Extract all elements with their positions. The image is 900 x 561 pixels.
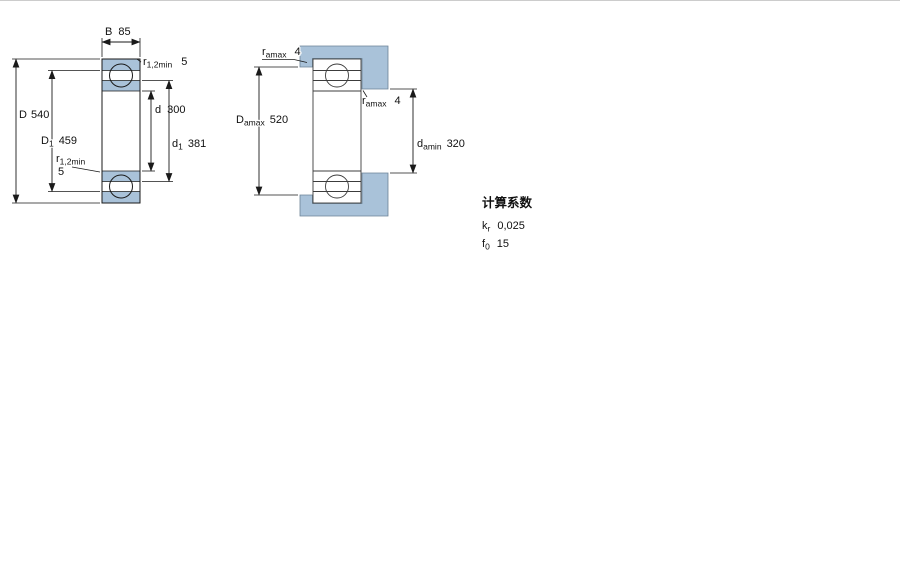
dim-r-left: r1,2min 5 — [55, 152, 101, 179]
ring-boundary-lines — [102, 70, 140, 192]
ball-top — [109, 63, 133, 88]
housing-shoulder-bottom — [299, 172, 389, 217]
bearing-outline — [101, 58, 141, 204]
dim-r-left-label: r1,2min — [56, 153, 85, 167]
ball-bottom-right — [325, 174, 349, 199]
outer-ring-section-bottom — [102, 191, 140, 203]
ring-boundary-lines-right — [313, 70, 361, 192]
housing-shoulder-top — [299, 45, 389, 90]
bearing-outline-right — [312, 58, 362, 204]
calc-factors-title: 计算系数 — [482, 195, 533, 210]
outer-ring-section-top — [102, 59, 140, 71]
ball-bottom — [109, 174, 133, 199]
ball-top-right — [325, 63, 349, 88]
inner-ring-section-bottom — [102, 171, 140, 182]
dim-r-left-value: 5 — [58, 166, 64, 178]
inner-ring-section-top — [102, 80, 140, 91]
